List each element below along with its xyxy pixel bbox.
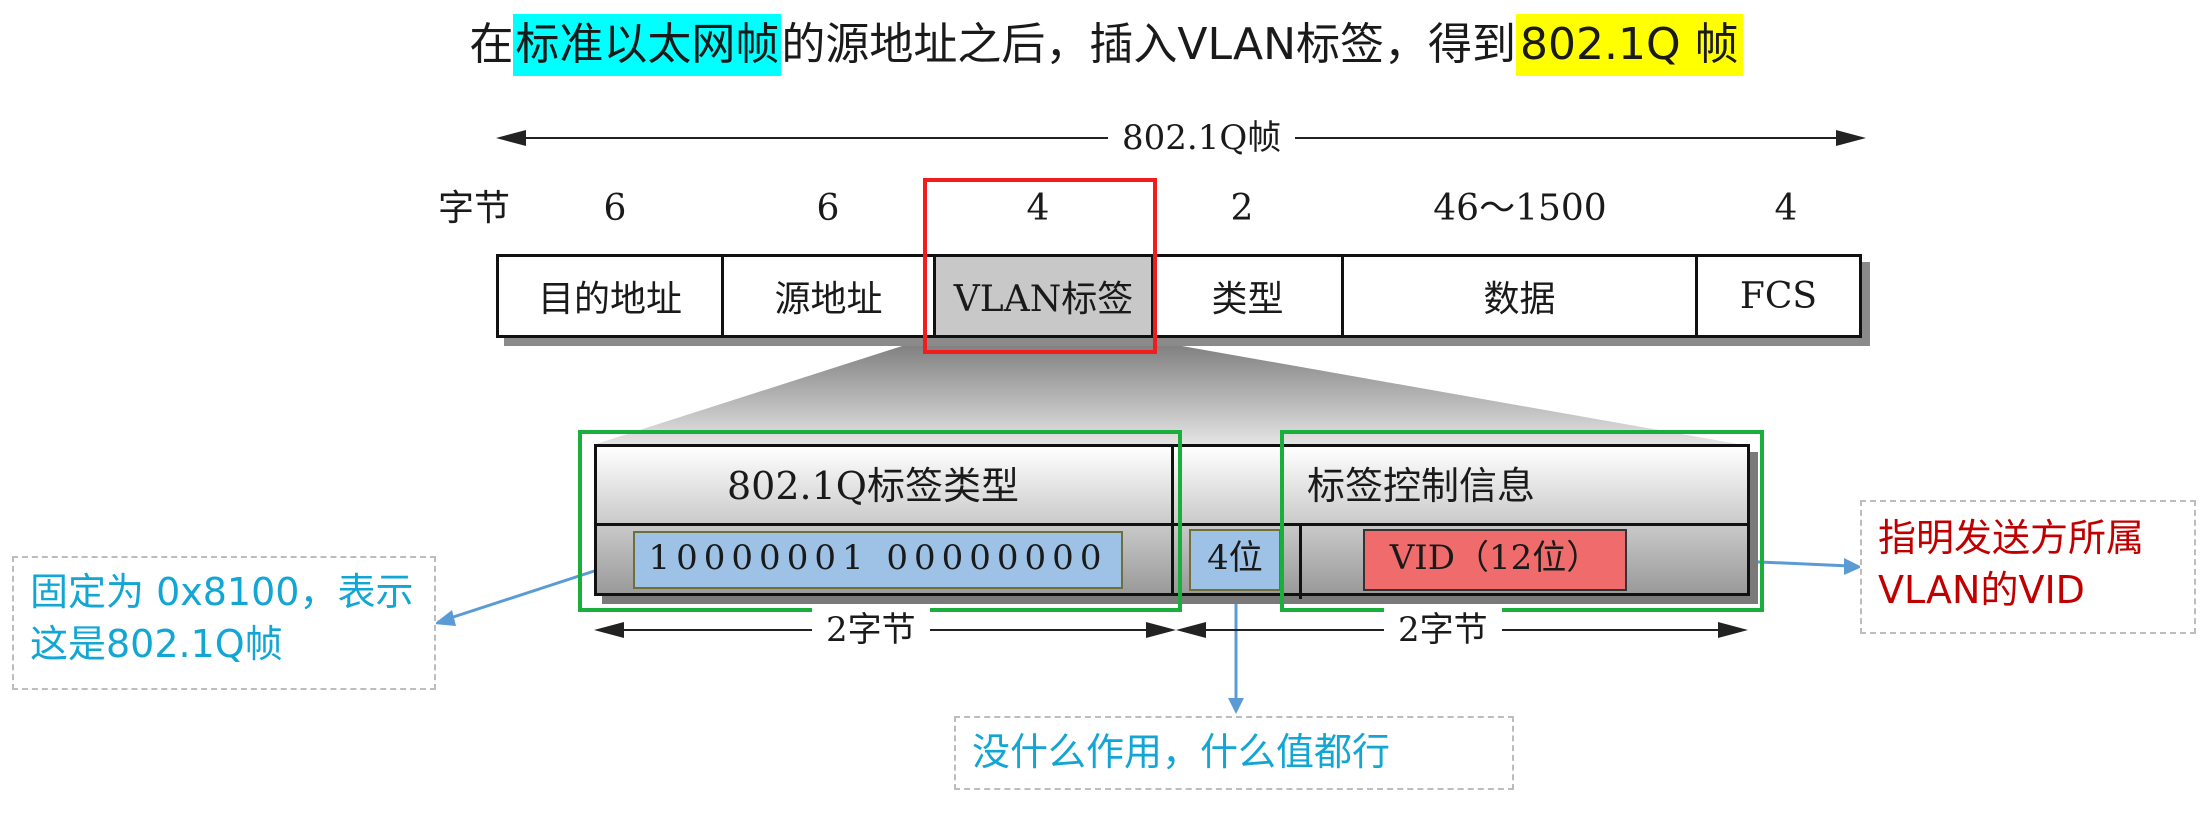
- detail-row-divider: [597, 523, 1747, 526]
- tag-type-bits: 10000001 00000000: [633, 531, 1123, 589]
- ethernet-frame: 目的地址 源地址 VLAN标签 类型 数据 FCS: [496, 254, 1862, 338]
- title-prefix: 在: [469, 19, 514, 70]
- right-span-label: 2字节: [1384, 608, 1502, 652]
- byte-count-vlan: 4: [1026, 188, 1050, 229]
- title-middle: 的源地址之后，插入VLAN标签，得到: [781, 19, 1517, 70]
- priority-bits: 4位: [1189, 529, 1281, 591]
- byte-count-type: 2: [1230, 188, 1254, 229]
- tag-type-highlight: [578, 430, 1182, 612]
- vlan-tag-detail: 802.1Q标签类型 标签控制信息 10000001 00000000 4位 V…: [594, 444, 1750, 599]
- detail-divider-2: [1299, 523, 1302, 599]
- tag-control-label: 标签控制信息: [1307, 464, 1536, 508]
- vid-field: VID（12位）: [1363, 529, 1627, 591]
- left-callout-arrowhead: [434, 610, 456, 626]
- right-callout-arrowhead: [1844, 558, 1862, 575]
- byte-count-dest: 6: [603, 188, 627, 229]
- page-title: 在标准以太网帧的源地址之后，插入VLAN标签，得到802.1Q 帧: [0, 14, 2212, 76]
- callout-priority: 没什么作用，什么值都行: [954, 716, 1514, 790]
- vlan-tag-highlight: [923, 178, 1157, 354]
- field-type: 类型: [1154, 257, 1344, 335]
- detail-divider-1: [1171, 447, 1174, 593]
- field-vlan-tag: VLAN标签: [936, 257, 1154, 335]
- left-span-label: 2字节: [812, 608, 930, 652]
- byte-count-data: 46～1500: [1433, 188, 1607, 229]
- field-src-address: 源地址: [724, 257, 936, 335]
- title-highlight-8021q-frame: 802.1Q 帧: [1516, 14, 1743, 76]
- byte-row-label: 字节: [438, 188, 511, 229]
- tag-control-highlight: [1280, 430, 1764, 612]
- field-fcs: FCS: [1739, 275, 1818, 317]
- tag-type-label: 802.1Q标签类型: [727, 464, 1019, 508]
- byte-count-src: 6: [816, 188, 840, 229]
- title-highlight-standard-frame: 标准以太网帧: [513, 14, 782, 76]
- bottom-callout-arrowhead: [1228, 698, 1244, 714]
- field-data: 数据: [1344, 257, 1698, 335]
- frame-span-label: 802.1Q帧: [1108, 116, 1296, 160]
- field-dest-address: 目的地址: [499, 257, 724, 335]
- callout-vid: 指明发送方所属VLAN的VID: [1860, 500, 2196, 634]
- callout-tag-type: 固定为 0x8100，表示这是802.1Q帧: [12, 556, 436, 690]
- byte-count-fcs: 4: [1774, 188, 1798, 229]
- tag-expansion-fan: [596, 339, 1738, 444]
